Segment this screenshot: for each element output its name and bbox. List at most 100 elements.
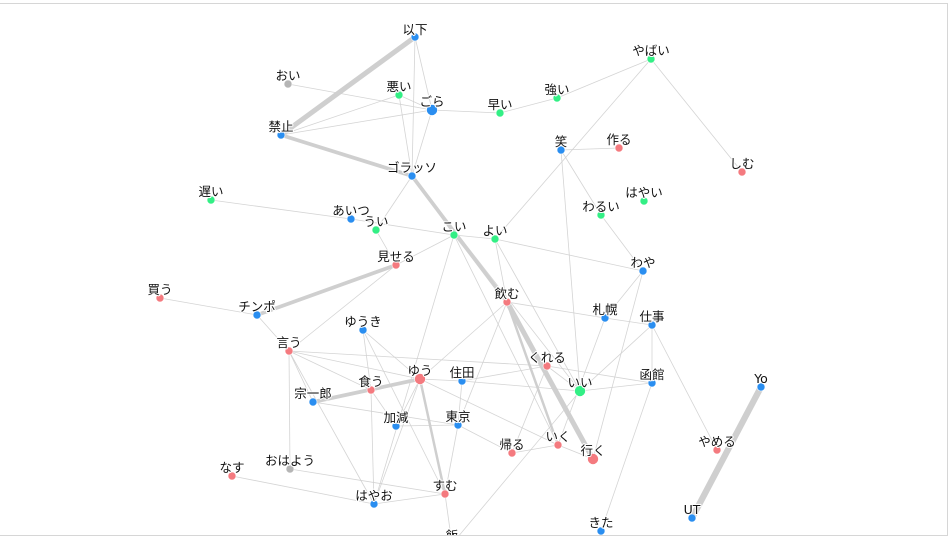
edge-いく-行く: [557, 444, 594, 460]
edge-言う-ゆう: [288, 350, 421, 380]
edge-よい-わや: [494, 238, 644, 272]
edge-帰る-いく: [511, 444, 559, 454]
node-食う[interactable]: [366, 385, 376, 395]
node-強い[interactable]: [552, 93, 562, 103]
node-きた[interactable]: [596, 526, 606, 535]
node-やめる[interactable]: [712, 445, 722, 455]
edge-ゆうき-すむ: [362, 329, 446, 495]
node-label-買う: 買う: [147, 282, 172, 297]
node-住田[interactable]: [457, 376, 467, 386]
node-label-おい: おい: [275, 68, 300, 83]
edge-くれる-帰る: [511, 365, 548, 454]
node-おい[interactable]: [283, 79, 293, 89]
node-早い[interactable]: [495, 108, 505, 118]
edge-札幌-仕事: [604, 317, 653, 326]
edge-くれる-いい: [546, 365, 581, 392]
edge-なす-はやお: [231, 475, 375, 505]
edge-しむ-やばい: [650, 58, 743, 173]
edge-見せる-こい: [395, 234, 455, 266]
node-やばい[interactable]: [646, 54, 656, 64]
node-悪い[interactable]: [394, 90, 404, 100]
edge-悪い-ごら: [398, 94, 433, 111]
node-ゆう[interactable]: [414, 373, 426, 385]
node-うい[interactable]: [371, 225, 381, 235]
node-仕事[interactable]: [647, 320, 657, 330]
node-チンポ[interactable]: [252, 310, 262, 320]
node-ゴラッソ[interactable]: [407, 171, 417, 181]
node-笑[interactable]: [556, 145, 566, 155]
edge-わるい-わや: [600, 214, 644, 272]
node-label-行く: 行く: [580, 443, 605, 458]
node-label-札幌: 札幌: [592, 302, 618, 317]
node-見せる[interactable]: [391, 260, 401, 270]
node-おはよう[interactable]: [285, 464, 295, 474]
node-label-強い: 強い: [544, 82, 569, 97]
node-禁止[interactable]: [276, 130, 286, 140]
node-行く[interactable]: [587, 453, 599, 465]
edge-函館-いい: [579, 382, 653, 392]
node-わや[interactable]: [638, 266, 648, 276]
edge-ゴラッソ-うい: [375, 175, 413, 231]
node-label-やばい: やばい: [632, 43, 670, 58]
node-あいつ[interactable]: [346, 214, 356, 224]
node-わるい[interactable]: [596, 210, 606, 220]
node-label-あいつ: あいつ: [332, 203, 370, 218]
node-label-言う: 言う: [276, 335, 301, 350]
edge-飲む-行く: [504, 299, 596, 462]
node-飲む[interactable]: [502, 297, 512, 307]
edge-ゆうき-食う: [362, 329, 372, 391]
node-label-以下: 以下: [402, 22, 427, 37]
edge-仕事-やめる: [651, 324, 718, 451]
node-はやお[interactable]: [369, 499, 379, 509]
node-すむ[interactable]: [440, 489, 450, 499]
node-はやい[interactable]: [639, 196, 649, 206]
node-label-住田: 住田: [449, 365, 474, 380]
edge-早い-強い: [499, 97, 558, 114]
edge-あいつ-こい: [350, 218, 455, 236]
node-ゆうき[interactable]: [358, 325, 368, 335]
node-label-加減: 加減: [383, 410, 409, 425]
node-東京[interactable]: [453, 420, 463, 430]
node-よい[interactable]: [490, 234, 500, 244]
node-加減[interactable]: [391, 421, 401, 431]
node-label-チンポ: チンポ: [238, 299, 276, 314]
edge-こい-よい: [453, 234, 496, 240]
node-UT[interactable]: [687, 513, 697, 523]
edge-函館-きた: [600, 382, 653, 532]
node-ごら[interactable]: [426, 104, 438, 116]
edge-おい-ごら: [287, 83, 433, 111]
node-いく[interactable]: [553, 440, 563, 450]
node-こい[interactable]: [449, 230, 459, 240]
node-札幌[interactable]: [600, 313, 610, 323]
node-くれる[interactable]: [542, 361, 552, 371]
node-遅い[interactable]: [206, 195, 216, 205]
node-label-やめる: やめる: [698, 434, 736, 449]
node-買う[interactable]: [155, 293, 165, 303]
edge-ゆう-住田: [419, 378, 463, 382]
node-label-わや: わや: [630, 255, 655, 270]
edge-ゆう-加減: [395, 378, 421, 427]
edge-Yo-UT: [688, 383, 765, 522]
node-作る[interactable]: [614, 143, 624, 153]
node-しむ[interactable]: [737, 167, 747, 177]
node-宗一郎[interactable]: [308, 397, 318, 407]
edge-チンポ-言う: [256, 314, 290, 352]
node-label-早い: 早い: [487, 97, 512, 112]
node-label-はやお: はやお: [355, 488, 393, 503]
node-label-すむ: すむ: [432, 478, 457, 493]
edge-わや-札幌: [604, 270, 644, 319]
node-label-悪い: 悪い: [386, 79, 411, 94]
node-函館[interactable]: [647, 378, 657, 388]
edge-遅い-あいつ: [210, 199, 352, 220]
node-帰る[interactable]: [507, 448, 517, 458]
edge-言う-おはよう: [288, 350, 291, 470]
word-cooccurrence-network[interactable]: 以下おい悪いごら禁止早い強いやばい笑作るゴラッソしむ遅いはやいあいつういわるいこ…: [0, 4, 948, 536]
edge-おはよう-すむ: [289, 468, 446, 495]
node-Yo[interactable]: [756, 382, 766, 392]
node-label-UT: UT: [684, 502, 701, 517]
node-なす[interactable]: [227, 471, 237, 481]
node-layer: [155, 32, 766, 535]
node-いい[interactable]: [574, 385, 586, 397]
node-言う[interactable]: [284, 346, 294, 356]
node-以下[interactable]: [410, 32, 420, 42]
